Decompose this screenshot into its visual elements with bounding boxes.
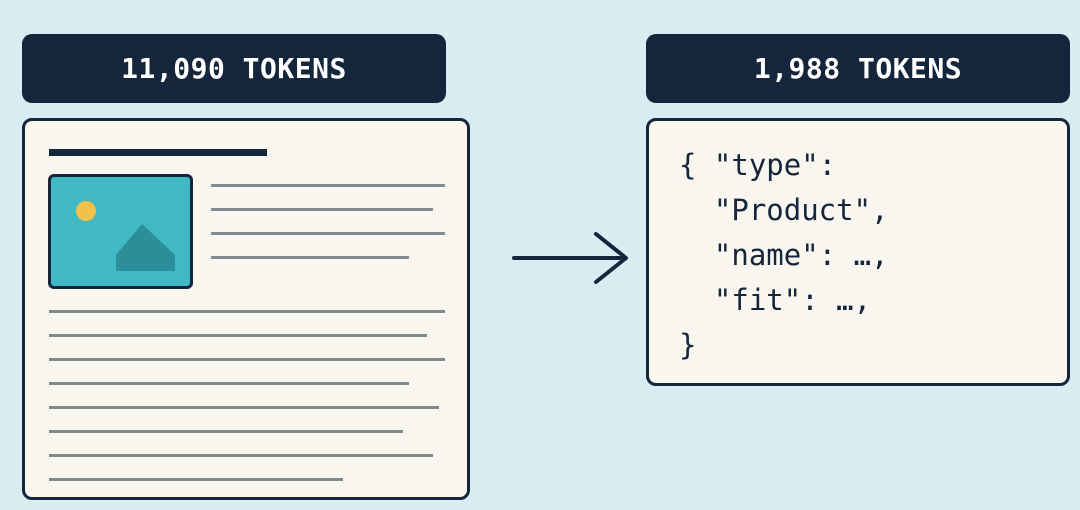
text-line-placeholder (49, 478, 343, 481)
structured-data-token-count: 1,988 TOKENS (753, 52, 963, 85)
image-icon (48, 174, 193, 289)
raw-page-token-count: 11,090 TOKENS (121, 52, 347, 85)
raw-webpage-panel (22, 118, 470, 500)
raw-page-token-count-badge: 11,090 TOKENS (22, 34, 446, 103)
arrow-right-icon (512, 232, 628, 284)
json-line: "Product", (679, 193, 889, 227)
text-line-placeholder (49, 310, 445, 313)
sun-icon (76, 201, 96, 221)
text-line-placeholder (211, 232, 445, 235)
text-line-placeholder (211, 184, 445, 187)
text-line-placeholder (49, 358, 445, 361)
text-line-placeholder (211, 256, 409, 259)
text-line-placeholder (49, 382, 409, 385)
json-line: "name": …, (679, 238, 889, 272)
structured-data-token-count-badge: 1,988 TOKENS (646, 34, 1070, 103)
text-line-placeholder (49, 406, 439, 409)
text-line-placeholder (211, 208, 433, 211)
json-line: } (679, 328, 697, 362)
json-line: { "type": (679, 148, 837, 182)
text-line-placeholder (49, 334, 427, 337)
json-code-block: { "type": "Product", "name": …, "fit": …… (679, 143, 889, 368)
structured-json-panel: { "type": "Product", "name": …, "fit": …… (646, 118, 1070, 386)
text-line-placeholder (49, 454, 433, 457)
page-title-placeholder (49, 149, 267, 156)
image-placeholder-graphic (76, 201, 175, 271)
json-line: "fit": …, (679, 283, 872, 317)
text-line-placeholder (49, 430, 403, 433)
mountain-icon (116, 224, 175, 271)
